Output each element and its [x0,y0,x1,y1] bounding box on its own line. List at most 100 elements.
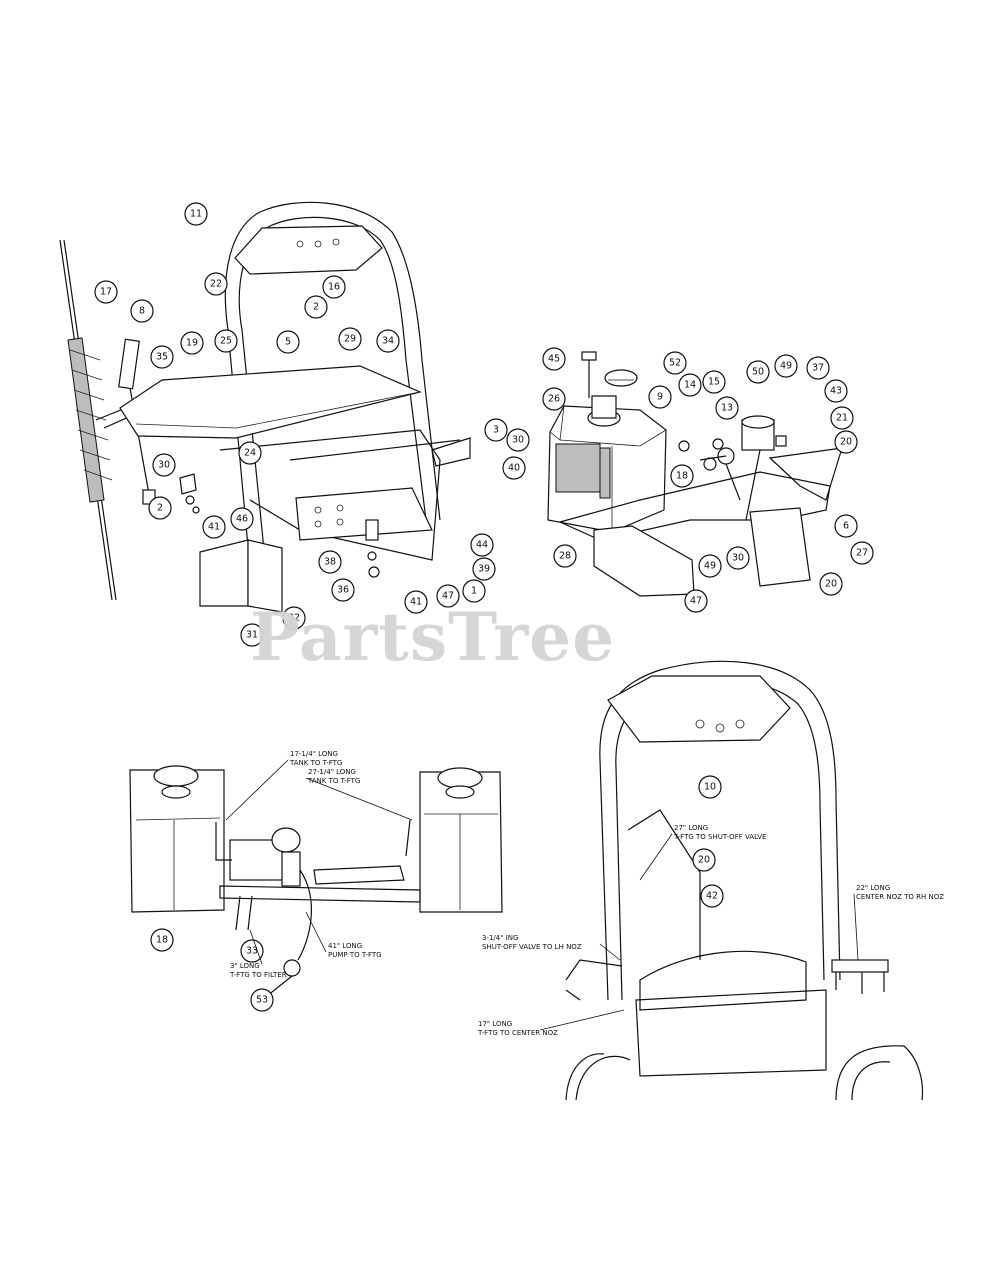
callout-label: 13 [721,403,733,414]
callout-label: 47 [442,591,454,602]
seat-tray [119,365,422,439]
callout-label: 22 [210,279,222,290]
note-tfitting-filter-l2: T-FTG TO FILTER [229,971,287,979]
callout-37: 37 [806,356,830,380]
callout-label: 30 [158,460,170,471]
callout-label: 27 [856,548,868,559]
bottom-right-assembly [565,660,924,1101]
note-shutoff-lh-noz-l2: SHUT-OFF VALVE TO LH NOZ [482,943,582,951]
control-panel [234,225,383,275]
callout-1: 1 [462,579,486,603]
callout-label: 3 [493,425,499,436]
callout-49: 49 [774,354,798,378]
callout-11: 11 [184,202,208,226]
callout-label: 43 [830,386,842,397]
callout-label: 33 [246,946,258,957]
callout-label: 24 [244,448,256,459]
callout-39: 39 [472,557,496,581]
callout-label: 39 [478,564,490,575]
callout-label: 19 [186,338,198,349]
callout-10: 10 [698,775,722,799]
callout-50: 50 [746,360,770,384]
callout-20-2: 20 [819,572,843,596]
callout-label: 36 [337,585,349,596]
callout-46: 46 [230,507,254,531]
note-tfitting-center-noz-l1: 17" LONG [478,1020,512,1028]
callout-25: 25 [214,329,238,353]
callout-33: 33 [240,939,264,963]
callout-label: 38 [324,557,336,568]
callout-22: 22 [204,272,228,296]
note-shutoff-lh-noz-l1: 3-1/4" ING [482,934,518,942]
callout-label: 30 [732,553,744,564]
callout-label: 9 [657,392,663,403]
callout-label: 34 [382,336,394,347]
callout-30-2: 30 [506,428,530,452]
callout-label: 11 [190,209,202,220]
callout-13: 13 [715,396,739,420]
callout-label: 20 [698,855,710,866]
callout-label: 53 [256,995,268,1006]
note-tfitting-shutoff-l1: 27" LONG [674,824,708,832]
callout-6: 6 [834,514,858,538]
callout-label: 29 [344,334,356,345]
callout-label: 2 [313,302,319,313]
callout-label: 42 [706,891,718,902]
shield-box [199,539,249,607]
note-tfitting-center-noz-l2: T-FTG TO CENTER NOZ [477,1029,558,1037]
callout-2-2: 2 [148,496,172,520]
callout-label: 41 [208,522,220,533]
callout-49-2: 49 [698,554,722,578]
callout-47-2: 47 [684,589,708,613]
note-tank-tfitting-long-l2: TANK TO T-FTG [307,777,360,785]
callout-24: 24 [238,441,262,465]
rops-frame [224,201,441,591]
callout-label: 44 [476,540,488,551]
callout-26: 26 [542,387,566,411]
note-tank-tfitting-long-l1: 27-1/4" LONG [308,768,356,776]
note-center-rh-noz-l2: CENTER NOZ TO RH NOZ [856,893,944,901]
callout-45: 45 [542,347,566,371]
callout-43: 43 [824,379,848,403]
callout-label: 28 [559,551,571,562]
callout-31: 31 [240,623,264,647]
note-tank-tfitting-short-l1: 17-1/4" LONG [290,750,338,758]
note-tank-tfitting-short-l2: TANK TO T-FTG [289,759,342,767]
callout-label: 5 [285,337,291,348]
callout-label: 10 [704,782,716,793]
callout-label: 31 [246,630,258,641]
spray-wand [59,239,160,601]
callout-label: 35 [156,352,168,363]
callout-9: 9 [648,385,672,409]
callout-5: 5 [276,330,300,354]
callout-label: 32 [288,613,300,624]
callout-17: 17 [94,280,118,304]
callout-label: 17 [100,287,112,298]
note-pump-tfitting-l2: PUMP TO T-FTG [328,951,382,959]
callout-41: 41 [202,515,226,539]
callout-19: 19 [180,331,204,355]
callout-label: 2 [157,503,163,514]
bottom-left-assembly [129,765,503,1001]
hose-notes: 17-1/4" LONG TANK TO T-FTG 27-1/4" LONG … [225,750,944,1037]
callout-16: 16 [322,275,346,299]
callout-label: 49 [704,561,716,572]
callout-28: 28 [553,544,577,568]
callout-42: 42 [700,884,724,908]
callout-label: 15 [708,377,720,388]
callout-label: 8 [139,306,145,317]
callout-label: 20 [840,437,852,448]
note-tfitting-shutoff-l2: T-FTG TO SHUT-OFF VALVE [673,833,766,841]
callout-27: 27 [850,541,874,565]
callout-label: 37 [812,363,824,374]
callout-20: 20 [834,430,858,454]
callout-label: 40 [508,463,520,474]
note-pump-tfitting-l1: 41" LONG [328,942,362,950]
callout-21: 21 [830,406,854,430]
callout-40: 40 [502,456,526,480]
callout-30: 30 [152,453,176,477]
callout-label: 20 [825,579,837,590]
callout-20-3: 20 [692,848,716,872]
callout-44: 44 [470,533,494,557]
note-center-rh-noz-l1: 22" LONG [856,884,890,892]
